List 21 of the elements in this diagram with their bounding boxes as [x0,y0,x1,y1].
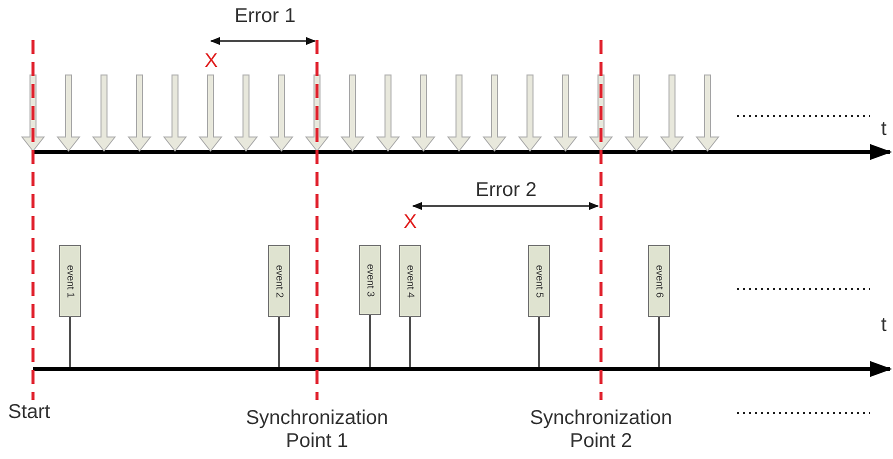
event-label: event 2 [274,264,284,298]
event-marker [268,245,290,367]
event-marker [399,245,421,367]
event-label: event 3 [364,264,376,296]
error-label: Error 2 [476,179,537,202]
axis-label: t [881,314,887,337]
event-marker [528,245,550,367]
sync-point-label: Synchronization Point 1 [244,407,390,453]
event-label: event 5 [534,264,544,298]
event-marker [59,245,81,367]
event-marker [648,245,670,367]
sync-point-label: Synchronization Point 2 [528,407,674,453]
error-mark: X [204,50,218,73]
error-mark: X [404,211,417,234]
error-label: Error 1 [234,5,296,28]
event-label: event 4 [404,264,416,298]
event-label: event 6 [654,264,664,298]
axis-label: t [881,118,887,141]
start-label: Start [8,401,50,424]
event-label: event 1 [64,264,76,298]
event-marker [359,245,381,367]
